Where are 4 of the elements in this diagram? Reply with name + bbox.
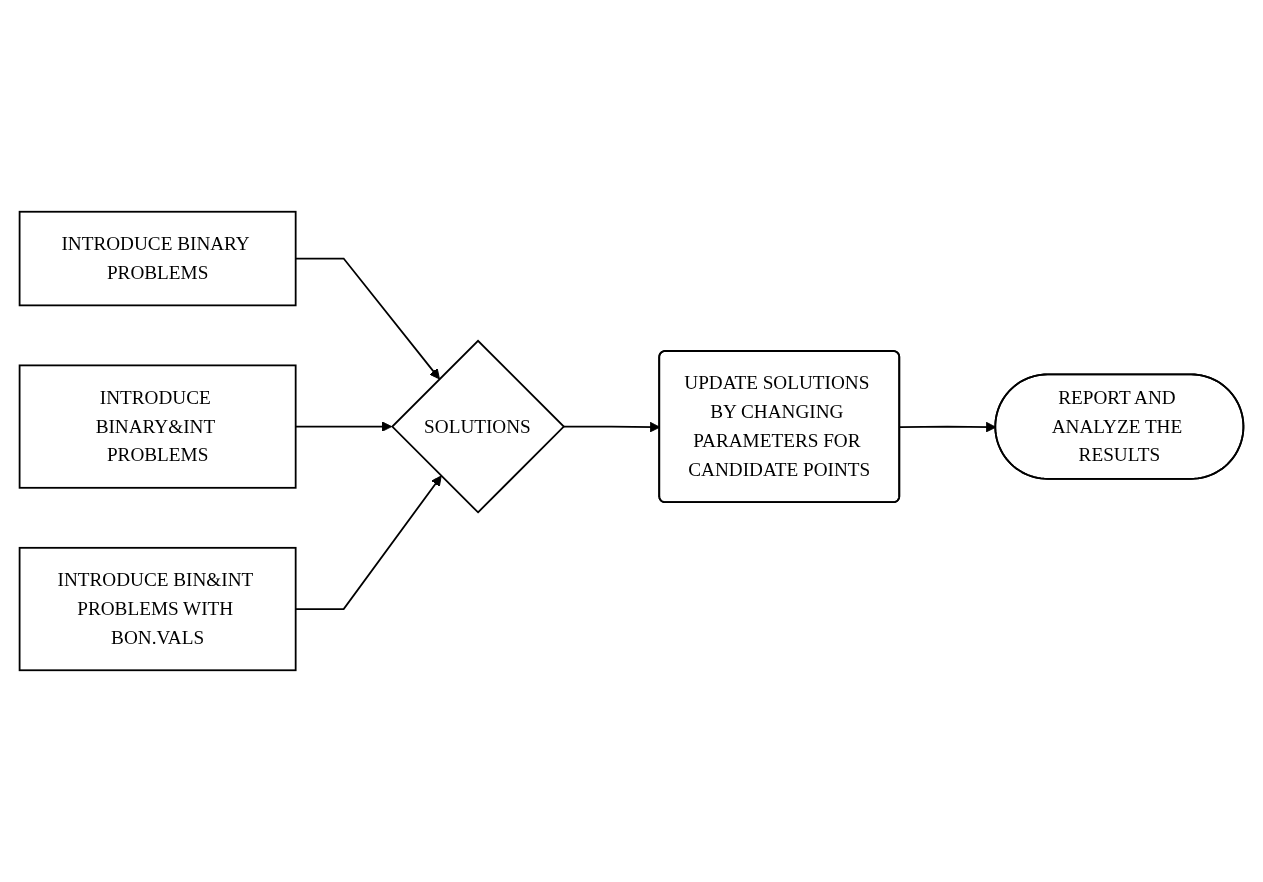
node-box: INTRODUCE BINARY&INT PROBLEMS <box>18 364 297 489</box>
node-box: INTRODUCE BIN&INT PROBLEMS WITH BON.VALS <box>18 546 297 672</box>
node-box: INTRODUCE BINARY PROBLEMS <box>18 210 297 307</box>
node-diamond: SOLUTIONS <box>391 339 566 514</box>
